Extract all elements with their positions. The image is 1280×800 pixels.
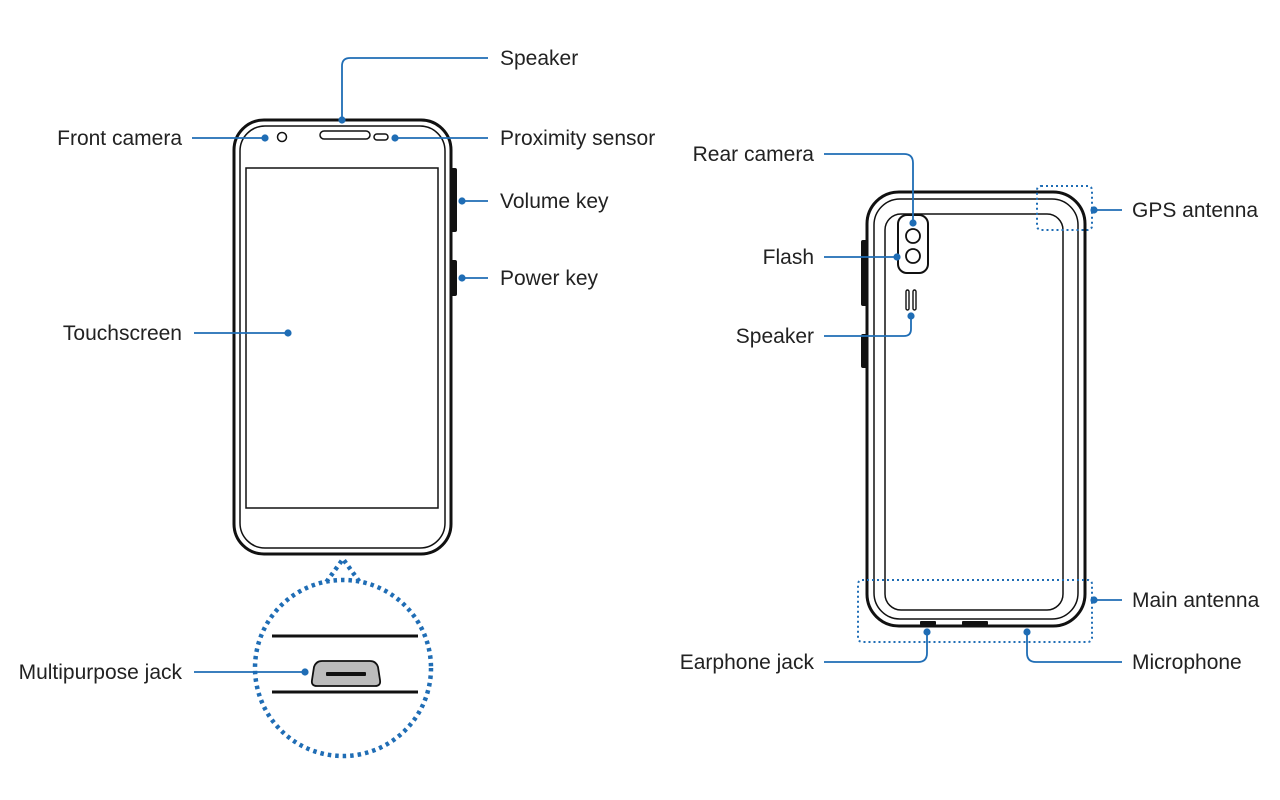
front-view: Speaker Front camera Proximity sensor Vo…	[19, 47, 655, 759]
front-leaders	[192, 57, 488, 676]
jack-tongue	[326, 672, 366, 676]
label-microphone: Microphone	[1132, 651, 1242, 674]
main-antenna-zone	[857, 579, 1093, 643]
front-camera-lens	[276, 131, 288, 143]
label-multipurpose-jack: Multipurpose jack	[19, 661, 183, 684]
rear-camera-lens	[905, 228, 921, 244]
label-speaker-back: Speaker	[736, 325, 814, 348]
label-flash: Flash	[763, 246, 814, 269]
front-phone-bezel	[239, 125, 446, 549]
flash-lens	[905, 248, 921, 264]
touchscreen-display	[245, 167, 439, 509]
label-power-key: Power key	[500, 267, 599, 290]
label-front-camera: Front camera	[57, 127, 182, 150]
earpiece-slot	[319, 130, 371, 140]
label-touchscreen: Touchscreen	[63, 322, 182, 345]
earphone-jack-port	[920, 621, 936, 625]
label-earphone-jack: Earphone jack	[680, 651, 815, 674]
label-main-antenna: Main antenna	[1132, 589, 1260, 612]
label-rear-camera: Rear camera	[693, 143, 815, 166]
proximity-sensor-slot	[373, 133, 389, 141]
label-gps-antenna: GPS antenna	[1132, 199, 1258, 222]
label-speaker-front: Speaker	[500, 47, 578, 70]
usb-port-edge	[962, 621, 988, 625]
back-phone-body	[865, 190, 1087, 628]
back-leaders	[824, 153, 1122, 663]
speaker-grille-left	[905, 289, 910, 311]
back-view: Rear camera GPS antenna Flash Speaker Ma…	[680, 143, 1260, 674]
back-cover-panel	[884, 213, 1064, 611]
back-phone-inner-rim	[873, 198, 1079, 620]
label-proximity-sensor: Proximity sensor	[500, 127, 655, 150]
label-volume-key: Volume key	[500, 190, 609, 213]
speaker-grille-right	[912, 289, 917, 311]
